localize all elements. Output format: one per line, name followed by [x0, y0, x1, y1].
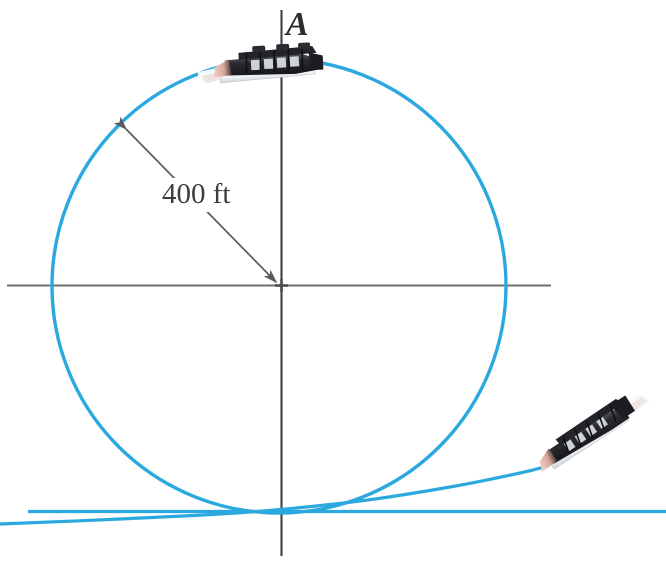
- nose-cone: [213, 59, 232, 78]
- wing-struts: [245, 47, 304, 74]
- wing-struts-2: [562, 404, 617, 455]
- aircraft-on-departure-path: [539, 393, 651, 472]
- upper-wing: [238, 46, 317, 60]
- point-label-a: A: [286, 6, 309, 43]
- tail-assembly-2: [610, 395, 636, 419]
- axes-group: [7, 10, 551, 556]
- window-struts: [250, 56, 300, 71]
- engine-nacelles: [252, 42, 311, 53]
- departure-flight-path: [0, 464, 550, 526]
- radius-dimension-label: 400 ft: [162, 178, 231, 210]
- tail-assembly: [308, 52, 324, 71]
- aircraft-at-point-a: [197, 42, 324, 84]
- upper-wing-2: [555, 398, 623, 445]
- radius-label-backdrop: [158, 178, 250, 212]
- nose-cone-2: [539, 448, 558, 472]
- origin-marker: [275, 279, 288, 292]
